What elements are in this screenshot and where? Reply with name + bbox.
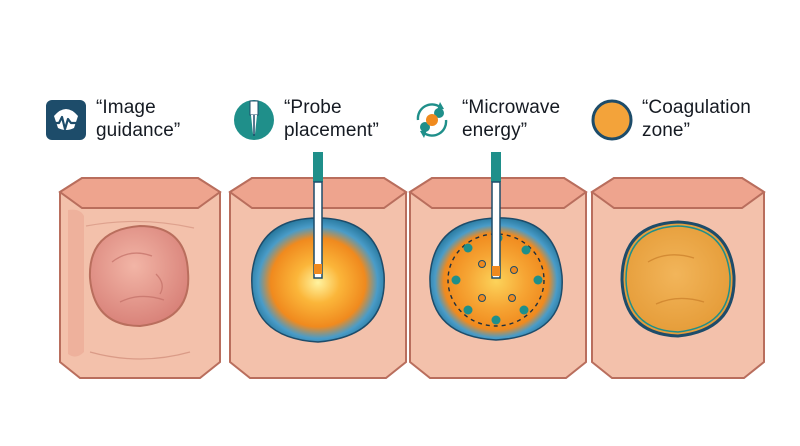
energy-rotation-arrows	[447, 233, 545, 327]
step-text-coagulation-zone: “Coagulation zone”	[642, 96, 751, 142]
panel-coagulation-zone	[590, 177, 766, 379]
tumor	[88, 224, 190, 328]
step-line-1: “Coagulation	[642, 97, 751, 118]
microwave-probe	[491, 152, 501, 279]
step-line-1: “Image	[96, 97, 156, 118]
step-line-1: “Microwave	[462, 97, 561, 118]
oscillating-molecules	[451, 233, 543, 325]
step-label-image-guidance: “Image guidance”	[44, 96, 180, 150]
step-label-coagulation-zone: “Coagulation zone”	[590, 96, 751, 150]
ultrasound-monitor-icon	[46, 100, 86, 140]
step-text-probe-placement: “Probe placement”	[284, 96, 379, 142]
step-line-2: energy”	[462, 120, 528, 141]
step-line-2: zone”	[642, 120, 691, 141]
panel-microwave-energy	[408, 152, 588, 379]
panel-probe-placement	[228, 152, 408, 379]
microwave-probe	[313, 152, 323, 279]
probe-needle-icon	[234, 100, 274, 140]
ablation-field	[251, 217, 385, 343]
step-line-2: guidance”	[96, 120, 181, 141]
step-label-probe-placement: “Probe placement”	[232, 96, 379, 150]
coagulation-dot-icon	[591, 99, 633, 141]
panel-tumor	[58, 177, 222, 379]
step-text-microwave-energy: “Microwave energy”	[462, 96, 560, 142]
step-line-2: placement”	[284, 120, 379, 141]
step-line-1: “Probe	[284, 97, 342, 118]
coagulated-tissue	[620, 220, 736, 338]
step-label-microwave-energy: “Microwave energy”	[410, 96, 560, 150]
energy-cycle-icon	[416, 102, 448, 138]
step-text-image-guidance: “Image guidance”	[96, 96, 180, 142]
